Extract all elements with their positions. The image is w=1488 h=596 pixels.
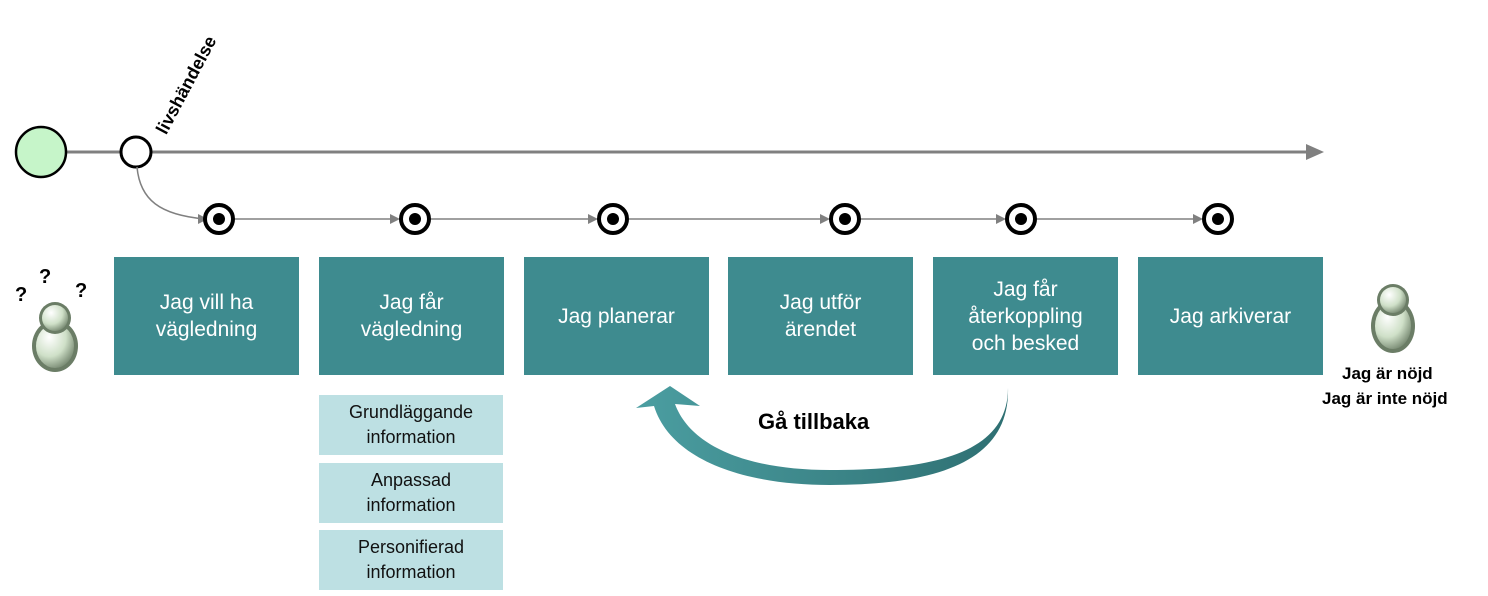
sub-item-basic-info: Grundläggande information [319, 395, 503, 455]
event-circle-icon [119, 135, 153, 169]
start-circle-icon [14, 125, 68, 179]
milestone-dot-icon [399, 203, 431, 235]
main-timeline-arrowhead [1306, 144, 1324, 160]
question-mark: ? [39, 266, 52, 288]
branch-curve [136, 166, 206, 220]
step-plan: Jag planerar [524, 257, 709, 375]
curved-arrow-icon [636, 386, 1009, 485]
milestone-arrowheads [390, 214, 1203, 224]
sub-item-adapted-info: Anpassad information [319, 463, 503, 523]
step-want-guidance: Jag vill ha vägledning [114, 257, 299, 375]
outcome-satisfied: Jag är nöjd [1342, 364, 1433, 383]
milestone-dot-icon [1005, 203, 1037, 235]
milestone-dot-icon [203, 203, 235, 235]
step-archive: Jag arkiverar [1138, 257, 1323, 375]
go-back-label: Gå tillbaka [758, 409, 870, 434]
person-icon [1371, 284, 1415, 353]
question-mark: ? [75, 280, 88, 302]
milestone-dot-icon [1202, 203, 1234, 235]
step-execute: Jag utför ärendet [728, 257, 913, 375]
outcome-not-satisfied: Jag är inte nöjd [1322, 389, 1448, 408]
question-mark: ? [15, 284, 28, 306]
person-icon [32, 302, 78, 372]
step-get-guidance: Jag får vägledning [319, 257, 504, 375]
sub-item-personalized-info: Personifierad information [319, 530, 503, 590]
milestone-dot-icon [829, 203, 861, 235]
milestone-dot-icon [597, 203, 629, 235]
step-feedback: Jag får återkoppling och besked [933, 257, 1118, 375]
